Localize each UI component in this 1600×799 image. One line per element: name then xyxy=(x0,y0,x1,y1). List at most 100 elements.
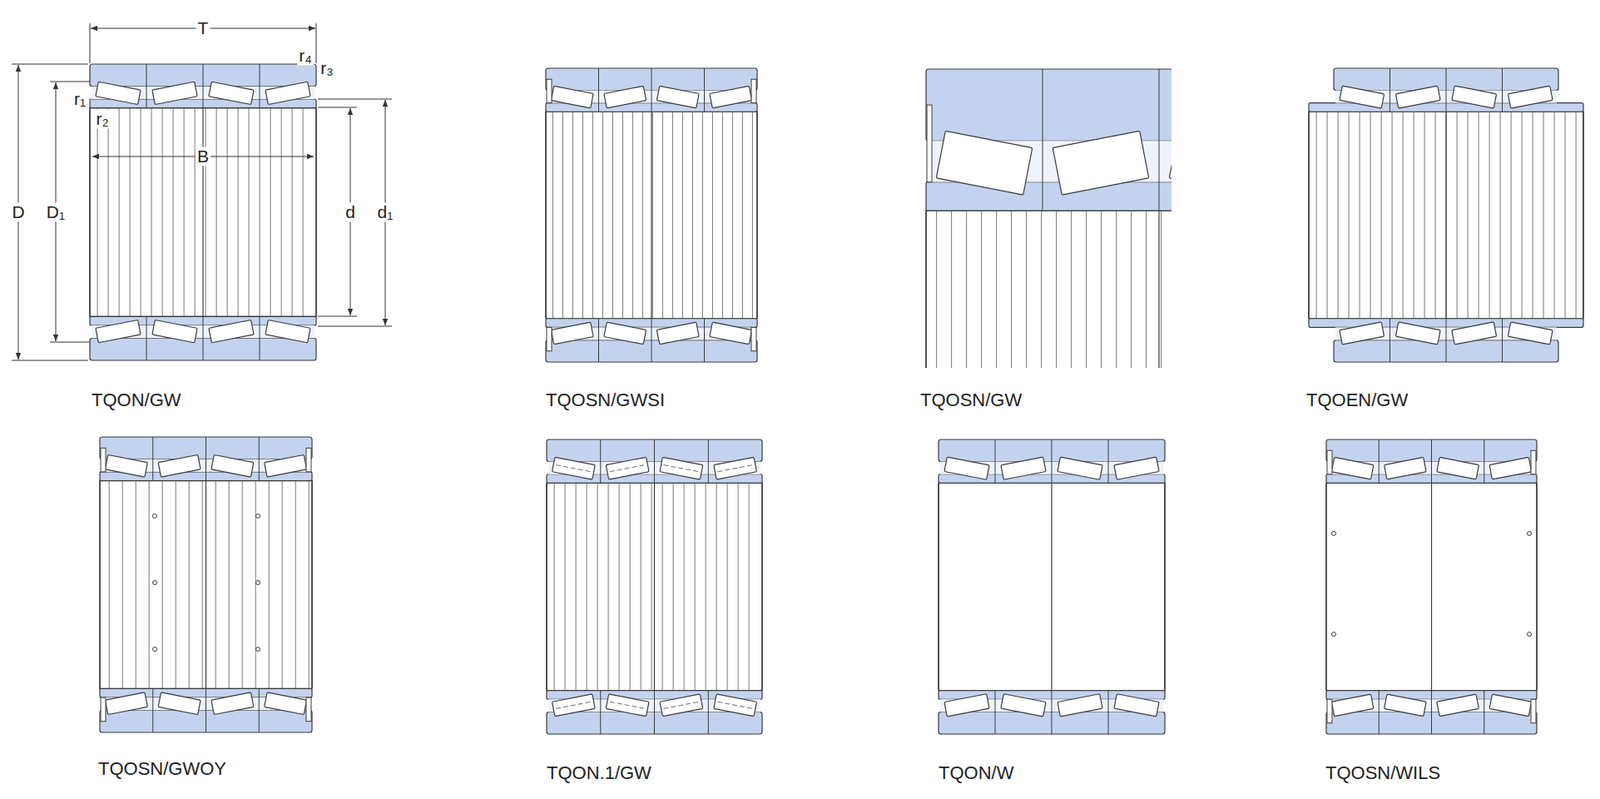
tapered-roller xyxy=(1436,456,1480,480)
ring-divider xyxy=(1108,690,1110,734)
roller-line xyxy=(612,111,614,319)
variant-caption: TQON/GW xyxy=(91,390,182,411)
roller-line xyxy=(308,480,310,689)
roller-line xyxy=(629,482,631,690)
tapered-roller xyxy=(656,85,699,109)
seal xyxy=(751,79,757,103)
tapered-roller xyxy=(552,693,596,717)
ring-divider xyxy=(1159,69,1160,211)
tapered-roller xyxy=(211,692,254,715)
ring-joint xyxy=(653,482,655,690)
roller-line xyxy=(672,111,674,319)
ring-divider xyxy=(1389,68,1391,112)
dimension-label: d xyxy=(343,202,357,222)
roller-line xyxy=(738,482,739,690)
roller-line xyxy=(1115,210,1117,368)
lubrication-hole xyxy=(1332,632,1337,637)
roller-line xyxy=(597,482,599,690)
bearing-drawing xyxy=(546,439,763,734)
roller-axis xyxy=(717,465,753,472)
roller-line xyxy=(173,108,174,318)
seal xyxy=(306,447,312,472)
roller-line xyxy=(1510,111,1512,319)
inner-ring-bore xyxy=(545,111,758,319)
roller-line xyxy=(129,108,131,318)
roller-line xyxy=(1500,111,1501,319)
roller-line xyxy=(216,108,218,318)
roller-line xyxy=(215,480,217,689)
roller-line xyxy=(1391,111,1393,319)
roller-line xyxy=(237,108,239,318)
roller-line xyxy=(175,480,177,689)
tapered-roller xyxy=(713,693,758,717)
ring-divider xyxy=(995,439,996,483)
roller-line xyxy=(248,108,250,318)
seal xyxy=(1327,698,1333,723)
tapered-roller xyxy=(158,692,201,715)
roller-line xyxy=(592,111,594,319)
roller-line xyxy=(748,482,750,690)
ring-joint xyxy=(650,111,652,319)
ring-divider xyxy=(598,318,600,362)
roller-line xyxy=(1413,111,1415,319)
ring-divider xyxy=(258,688,260,733)
ring-face xyxy=(761,482,763,690)
lubrication-hole xyxy=(153,647,158,652)
tapered-roller xyxy=(1057,693,1103,717)
tapered-roller xyxy=(550,321,594,345)
tapered-roller xyxy=(944,693,990,717)
variant-caption: TQOSN/GWSI xyxy=(545,390,665,411)
roller-line xyxy=(268,480,270,689)
tapered-roller xyxy=(104,454,148,477)
inner-ring-bore xyxy=(1326,482,1537,690)
bearing-drawing xyxy=(99,436,313,733)
roller-line xyxy=(1575,111,1577,319)
roller-line xyxy=(1040,210,1042,368)
roller-line xyxy=(202,480,204,689)
roller-line xyxy=(1554,111,1556,319)
tapered-roller xyxy=(1395,321,1441,345)
inner-ring-bore xyxy=(89,108,317,318)
roller-line xyxy=(995,210,997,368)
roller-line xyxy=(622,111,624,319)
ring-face xyxy=(756,111,758,319)
roller-line xyxy=(683,482,685,690)
roller-line xyxy=(1467,111,1469,319)
tapered-roller xyxy=(1331,693,1374,717)
dimension-label: r₂ xyxy=(94,108,110,129)
ring-divider xyxy=(1501,318,1503,362)
ring-divider xyxy=(599,439,601,483)
roller-line xyxy=(965,210,967,368)
roller-line xyxy=(640,482,642,690)
roller-line xyxy=(575,482,577,690)
roller-line xyxy=(1348,111,1350,319)
roller-line xyxy=(259,108,261,318)
ring-divider xyxy=(259,316,261,361)
roller-line xyxy=(1316,111,1318,319)
roller-line xyxy=(194,108,196,318)
roller-line xyxy=(122,480,124,689)
dimension-label: r₄ xyxy=(297,45,314,65)
ring-face xyxy=(89,108,90,318)
tapered-roller xyxy=(656,321,699,345)
ring-divider xyxy=(1431,690,1432,734)
dimension-label: D xyxy=(9,202,26,222)
tapered-roller xyxy=(550,85,594,109)
roller-line xyxy=(108,480,110,689)
tapered-roller xyxy=(1384,693,1427,717)
ring-face xyxy=(315,108,317,318)
roller-line xyxy=(1130,210,1132,368)
lubrication-hole xyxy=(256,580,261,585)
seal xyxy=(100,447,106,472)
roller-line xyxy=(562,111,564,319)
ring-joint xyxy=(1050,482,1052,690)
bearing-drawing xyxy=(926,69,1172,368)
tapered-roller xyxy=(659,456,704,480)
roller-line xyxy=(602,111,604,319)
seal xyxy=(100,697,106,722)
roller-line xyxy=(118,108,120,318)
inner-ring-bore xyxy=(99,480,313,689)
roller-line xyxy=(162,480,164,689)
ring-divider xyxy=(653,439,655,483)
ring-divider xyxy=(1483,439,1485,483)
